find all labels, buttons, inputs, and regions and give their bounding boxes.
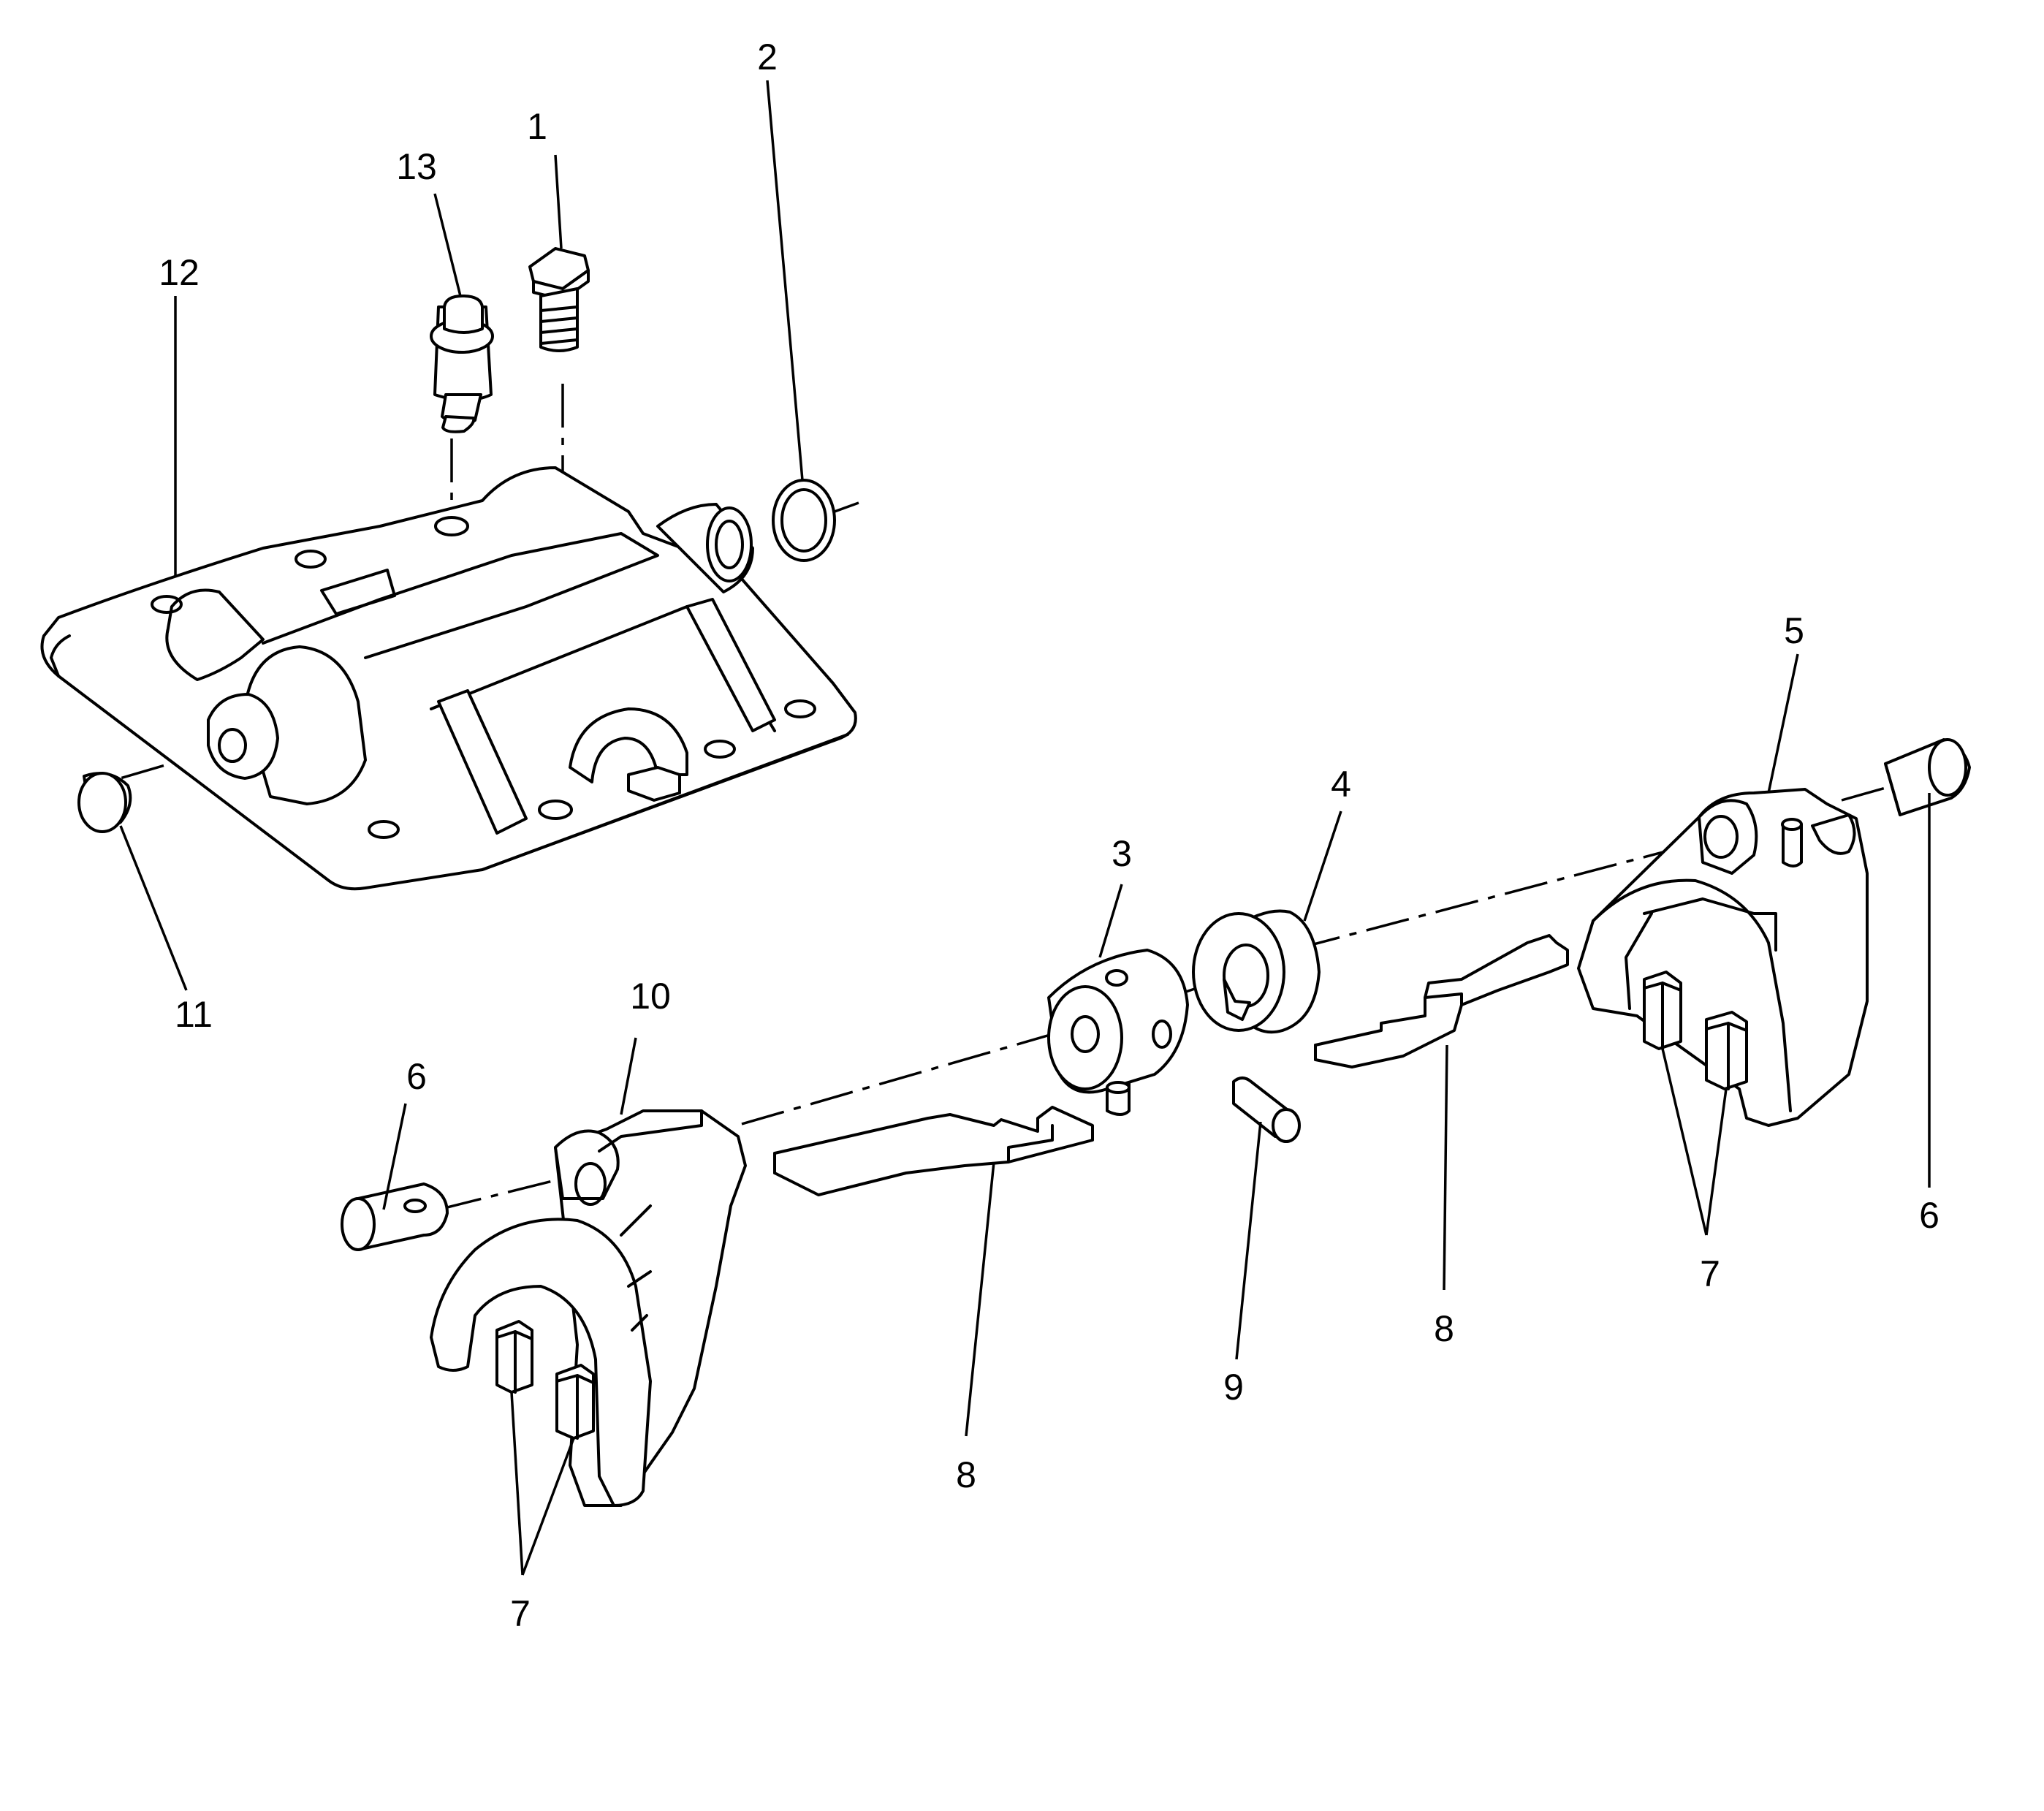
shift-pin-6-left: [341, 1182, 449, 1251]
callout-1: 1: [527, 106, 547, 147]
callout-6-right: 6: [1919, 1195, 1939, 1236]
callout-12: 12: [159, 252, 200, 293]
callout-8-right: 8: [1434, 1308, 1454, 1349]
callout-10: 10: [630, 976, 671, 1017]
detent-plug-13: [430, 295, 494, 433]
shift-lug-3: [1047, 949, 1189, 1116]
shift-fork-5: [1577, 788, 1869, 1127]
callout-11: 11: [175, 994, 213, 1035]
shift-fork-10: [430, 1109, 747, 1507]
detent-ring-4: [1192, 909, 1321, 1034]
plug-11: [77, 772, 132, 833]
cover-housing-12: [40, 466, 857, 891]
callout-7-right: 7: [1700, 1253, 1720, 1294]
interlock-plate-8-right: [1314, 934, 1569, 1068]
callout-5: 5: [1784, 610, 1804, 651]
interlock-plate-8-left: [773, 1106, 1094, 1196]
leader-lines: [119, 80, 1931, 1576]
fork-pads-7-left: [495, 1320, 595, 1440]
callout-2: 2: [757, 37, 778, 77]
callout-labels: 1 2 13 12 11 3 4 5 10 6 6 8 8 9 7 7: [159, 37, 1939, 1634]
callout-3: 3: [1112, 833, 1132, 874]
shift-pin-6-right: [1884, 738, 1971, 816]
callout-8-left: 8: [956, 1454, 976, 1495]
roll-pin-9: [1232, 1077, 1301, 1143]
callout-7-left: 7: [510, 1593, 531, 1634]
callout-9: 9: [1223, 1367, 1244, 1408]
callout-13: 13: [396, 146, 437, 187]
callout-6-left: 6: [406, 1056, 427, 1097]
fork-pads-7-right: [1643, 971, 1748, 1090]
bolt-1: [528, 247, 590, 352]
o-ring-2: [772, 479, 836, 562]
callout-4: 4: [1331, 764, 1351, 805]
